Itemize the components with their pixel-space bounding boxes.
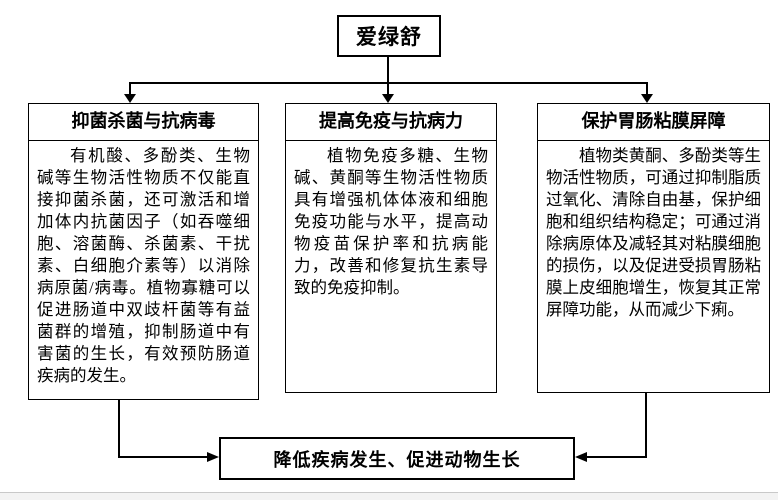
branch-body-text: 有机酸、多酚类、生物碱等生物活性物质不仅能直接抑菌杀菌，还可激活和增加体内抗菌因…: [37, 146, 250, 385]
branch-box-mucosa: 保护胃肠粘膜屏障 植物类黄酮、多酚类等生物活性物质，可通过抑制脂质过氧化、清除自…: [537, 103, 770, 393]
branch-title: 抑菌杀菌与抗病毒: [29, 104, 258, 141]
branch-body-text: 植物类黄酮、多酚类等生物活性物质，可通过抑制脂质过氧化、清除自由基，保护细胞和组…: [546, 146, 761, 319]
outcome-node-label: 降低疾病发生、促进动物生长: [273, 449, 521, 470]
branch-box-antibacterial: 抑菌杀菌与抗病毒 有机酸、多酚类、生物碱等生物活性物质不仅能直接抑菌杀菌，还可激…: [28, 103, 259, 400]
branch1-arrowhead-icon: [124, 94, 136, 103]
branch3-arrowhead-icon: [641, 94, 653, 103]
branch-title: 提高免疫与抗病力: [286, 104, 496, 141]
root-stem-line: [387, 57, 389, 83]
branch-body-text: 植物免疫多糖、生物碱、黄酮等生物活性物质具有增强机体体液和细胞免疫功能与水平，提…: [294, 146, 488, 297]
branch3-outcome-arrowhead-icon: [575, 452, 587, 462]
branch3-outcome-hline: [587, 456, 647, 458]
root-node-box: 爱绿舒: [337, 15, 441, 57]
page-edge-area: [0, 493, 778, 500]
branch1-outcome-hline: [118, 456, 208, 458]
branch3-outcome-vline: [645, 393, 647, 458]
root-node-label: 爱绿舒: [356, 25, 422, 49]
branch1-stub-line: [129, 82, 131, 95]
branch3-stub-line: [646, 82, 648, 95]
branch-box-immunity: 提高免疫与抗病力 植物免疫多糖、生物碱、黄酮等生物活性物质具有增强机体体液和细胞…: [285, 103, 497, 393]
branch1-outcome-vline: [118, 400, 120, 458]
branch2-arrowhead-icon: [382, 94, 394, 103]
page-edge-divider: [0, 492, 778, 493]
branch1-outcome-arrowhead-icon: [207, 452, 219, 462]
branch-title: 保护胃肠粘膜屏障: [538, 104, 769, 141]
branch2-stub-line: [387, 82, 389, 95]
outcome-node-box: 降低疾病发生、促进动物生长: [219, 437, 575, 480]
